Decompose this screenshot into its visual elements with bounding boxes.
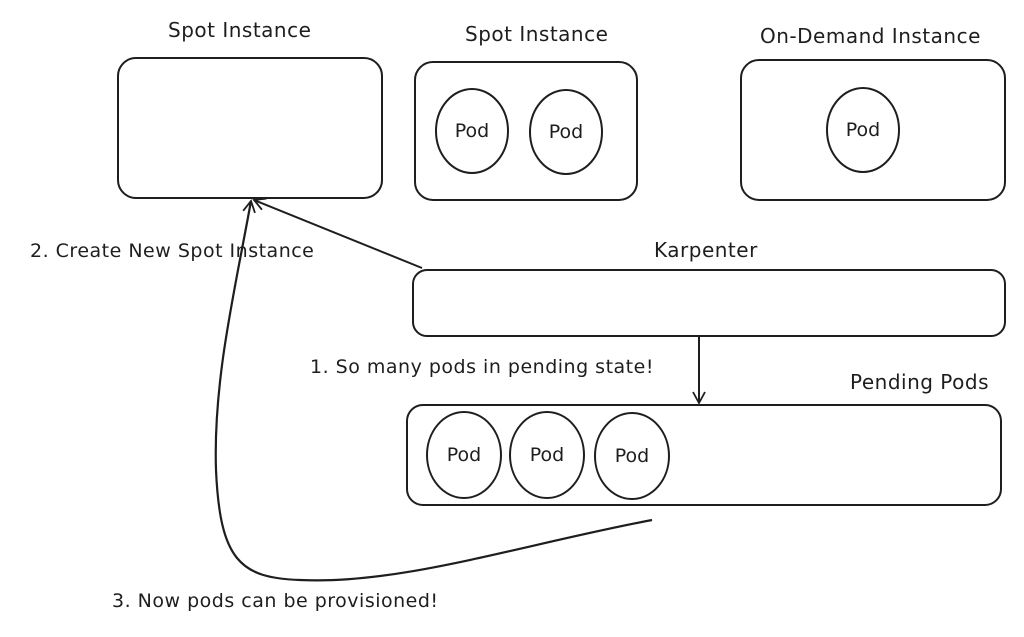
spot-instance-title: Spot Instance xyxy=(465,22,609,46)
pod-circle[interactable] xyxy=(435,88,509,174)
spot-instance-new-box[interactable] xyxy=(117,57,383,199)
pending-pods-box[interactable] xyxy=(406,404,1002,506)
pod-label: Pod xyxy=(614,445,650,467)
pending-pods-title: Pending Pods xyxy=(850,370,990,394)
on-demand-instance-title: On-Demand Instance xyxy=(760,24,981,48)
pod-circle[interactable] xyxy=(426,411,502,499)
pod-circle[interactable] xyxy=(594,412,670,500)
pod-label: Pod xyxy=(529,444,565,466)
arrow-pending-to-spot xyxy=(214,199,653,582)
spot-instance-box[interactable] xyxy=(414,61,638,201)
edge-label-pending-state: 1. So many pods in pending state! xyxy=(310,356,654,378)
pod-label: Pod xyxy=(548,121,584,143)
pod-label: Pod xyxy=(845,119,881,141)
karpenter-title: Karpenter xyxy=(654,238,758,262)
edge-label-provisioned: 3. Now pods can be provisioned! xyxy=(112,590,439,612)
pod-circle[interactable] xyxy=(826,87,900,173)
karpenter-box[interactable] xyxy=(412,269,1006,337)
spot-instance-new-title: Spot Instance xyxy=(168,18,312,42)
arrow-karpenter-to-spot xyxy=(252,197,423,269)
pod-label: Pod xyxy=(446,444,482,466)
pod-circle[interactable] xyxy=(529,89,603,175)
on-demand-instance-box[interactable] xyxy=(740,59,1006,201)
pod-label: Pod xyxy=(454,120,490,142)
edge-label-create-spot: 2. Create New Spot Instance xyxy=(30,240,315,262)
pod-circle[interactable] xyxy=(509,411,585,499)
